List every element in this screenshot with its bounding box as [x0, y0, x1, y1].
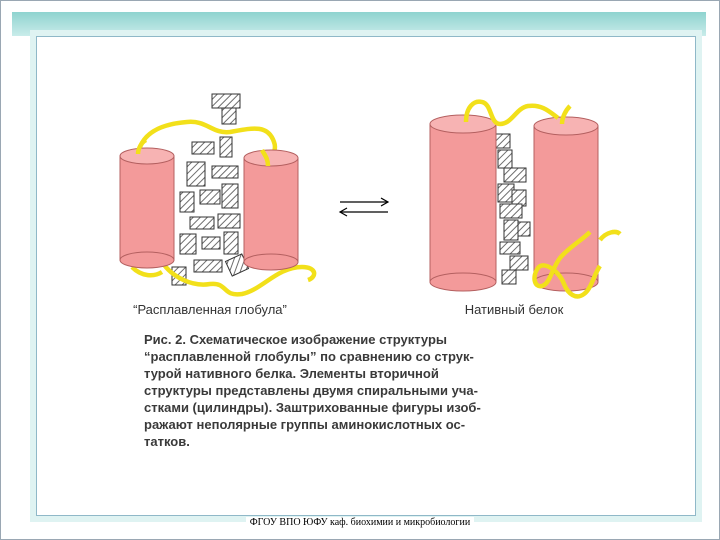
helix-cylinder-left-1 — [119, 147, 175, 269]
equilibrium-arrows — [338, 197, 390, 217]
helix-cylinder-right-1 — [429, 114, 497, 292]
caption-line: “расплавленной глобулы” по сравнению со … — [144, 349, 474, 364]
figure: “Расплавленная глобула” Нативный белок Р… — [72, 62, 628, 467]
footer-text: ФГОУ ВПО ЮФУ каф. биохимии и микробиолог… — [245, 517, 475, 528]
footer: ФГОУ ВПО ЮФУ каф. биохимии и микробиолог… — [0, 517, 720, 537]
polypeptide-loop-bottom — [160, 260, 317, 297]
caption-line: стками (цилиндры). Заштрихованные фигуры… — [144, 400, 481, 415]
header-band — [12, 12, 706, 36]
caption-line: ражают неполярные группы аминокислотных … — [144, 417, 465, 432]
polypeptide-loop-native-bottom — [532, 230, 602, 299]
caption-line: структуры представлены двумя спиральными… — [144, 383, 478, 398]
figure-caption: Рис. 2. Схематическое изображение структ… — [144, 332, 481, 449]
caption-line: турой нативного белка. Элементы вторично… — [144, 366, 439, 381]
molten-globule-diagram — [119, 93, 317, 297]
hydrophobic-groups-right — [491, 133, 531, 285]
label-molten-globule: “Расплавленная глобула” — [133, 302, 287, 317]
native-protein-diagram — [429, 99, 622, 299]
caption-line: татков. — [144, 434, 190, 449]
helix-cylinder-left-2 — [243, 149, 299, 271]
polypeptide-loop-native-top — [463, 99, 560, 127]
caption-line: Рис. 2. Схематическое изображение структ… — [144, 332, 447, 347]
label-native-protein: Нативный белок — [465, 302, 564, 317]
hydrophobic-groups-left — [171, 93, 250, 286]
